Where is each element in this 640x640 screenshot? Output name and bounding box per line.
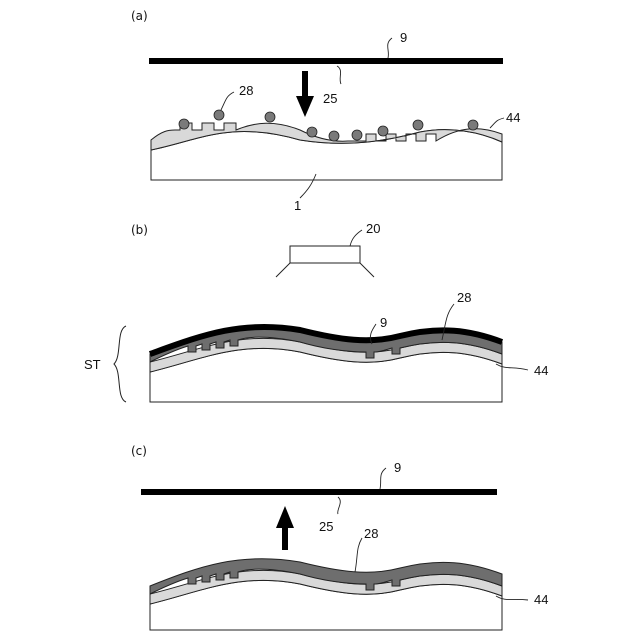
panel-c-label: (c) [131,444,147,458]
panel-a-label: (a) [131,9,148,23]
panel-c: (c) 9 25 28 44 [131,444,548,630]
ref-28-label-b: 28 [457,290,471,305]
leader-20 [350,230,362,246]
leader-44 [490,118,504,128]
ref-44-label: 44 [506,110,520,125]
arrow-down-icon [296,71,314,117]
ref-44-label-c: 44 [534,592,548,607]
panel-b: (b) 20 9 28 44 ST [84,221,548,402]
leader-28 [221,92,234,110]
leader-28-c [355,538,362,572]
panel-b-label: (b) [131,223,148,237]
ref-9-label-c: 9 [394,460,401,475]
leader-9-c [380,468,386,489]
leader-9 [388,38,392,58]
ref-20-label: 20 [366,221,380,236]
leader-25 [337,66,341,84]
ref-25-label: 25 [323,91,337,106]
lamp-20 [276,246,374,277]
ref-44-label-b: 44 [534,363,548,378]
ref-st-label: ST [84,357,101,372]
ref-9-label-b: 9 [380,315,387,330]
panel-a: (a) 9 25 28 44 [131,9,520,213]
ref-28-label: 28 [239,83,253,98]
arrow-up-icon [276,506,294,550]
bracket-st [114,326,126,402]
plate-9 [149,58,503,64]
plate-9-c [141,489,497,495]
ref-25-label-c: 25 [319,519,333,534]
ref-9-label: 9 [400,30,407,45]
ref-28-label-c: 28 [364,526,378,541]
leader-25-c [338,497,341,514]
ref-1-label: 1 [294,198,301,213]
